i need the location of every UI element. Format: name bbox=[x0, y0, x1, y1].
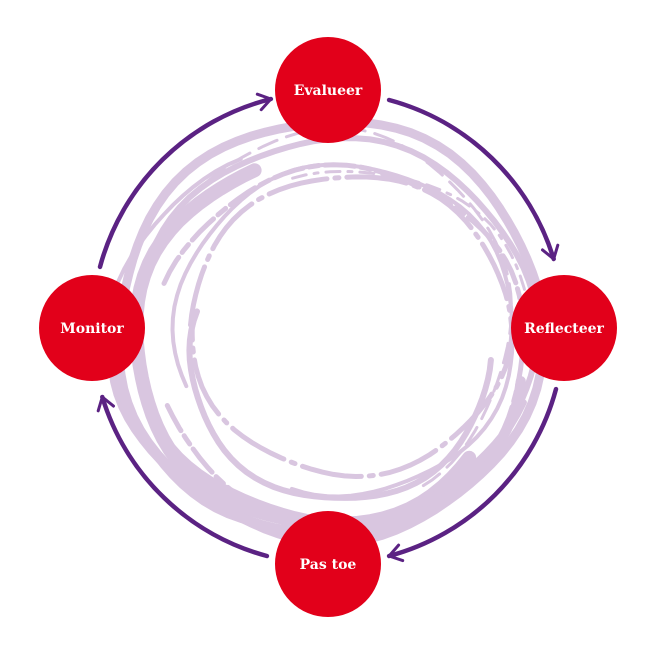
node-reflecteer-circle bbox=[511, 275, 617, 381]
arrowhead-icon bbox=[255, 92, 273, 112]
node-pas-toe: Pas toe bbox=[275, 511, 381, 617]
cycle-arrow-evalueer-to-reflecteer bbox=[386, 97, 556, 262]
node-reflecteer-label: Reflecteer bbox=[524, 321, 604, 337]
cycle-arrow-reflecteer-to-pas-toe bbox=[386, 386, 559, 559]
scribble-stroke bbox=[186, 308, 494, 501]
scribble-stroke bbox=[129, 163, 477, 531]
node-evalueer: Evalueer bbox=[275, 37, 381, 143]
node-monitor-circle bbox=[39, 275, 145, 381]
scribble-stroke bbox=[291, 169, 532, 313]
node-reflecteer: Reflecteer bbox=[511, 275, 617, 381]
arrowhead-icon bbox=[387, 543, 405, 563]
node-evalueer-circle bbox=[275, 37, 381, 143]
scribble-stroke bbox=[188, 174, 515, 480]
scribble-rings bbox=[105, 117, 550, 548]
arrowhead-icon bbox=[96, 395, 115, 413]
cycle-nodes: Evalueer Reflecteer Pas toe Monitor bbox=[39, 37, 617, 617]
node-monitor: Monitor bbox=[39, 275, 145, 381]
cycle-arrow-pas-toe-to-monitor bbox=[100, 394, 270, 559]
arrowhead-icon bbox=[541, 243, 560, 261]
cycle-arrow-monitor-to-evalueer bbox=[97, 96, 274, 270]
cycle-arrows bbox=[96, 92, 560, 563]
node-monitor-label: Monitor bbox=[60, 321, 124, 337]
node-pas-toe-circle bbox=[275, 511, 381, 617]
node-evalueer-label: Evalueer bbox=[294, 83, 363, 99]
node-pas-toe-label: Pas toe bbox=[300, 557, 357, 573]
